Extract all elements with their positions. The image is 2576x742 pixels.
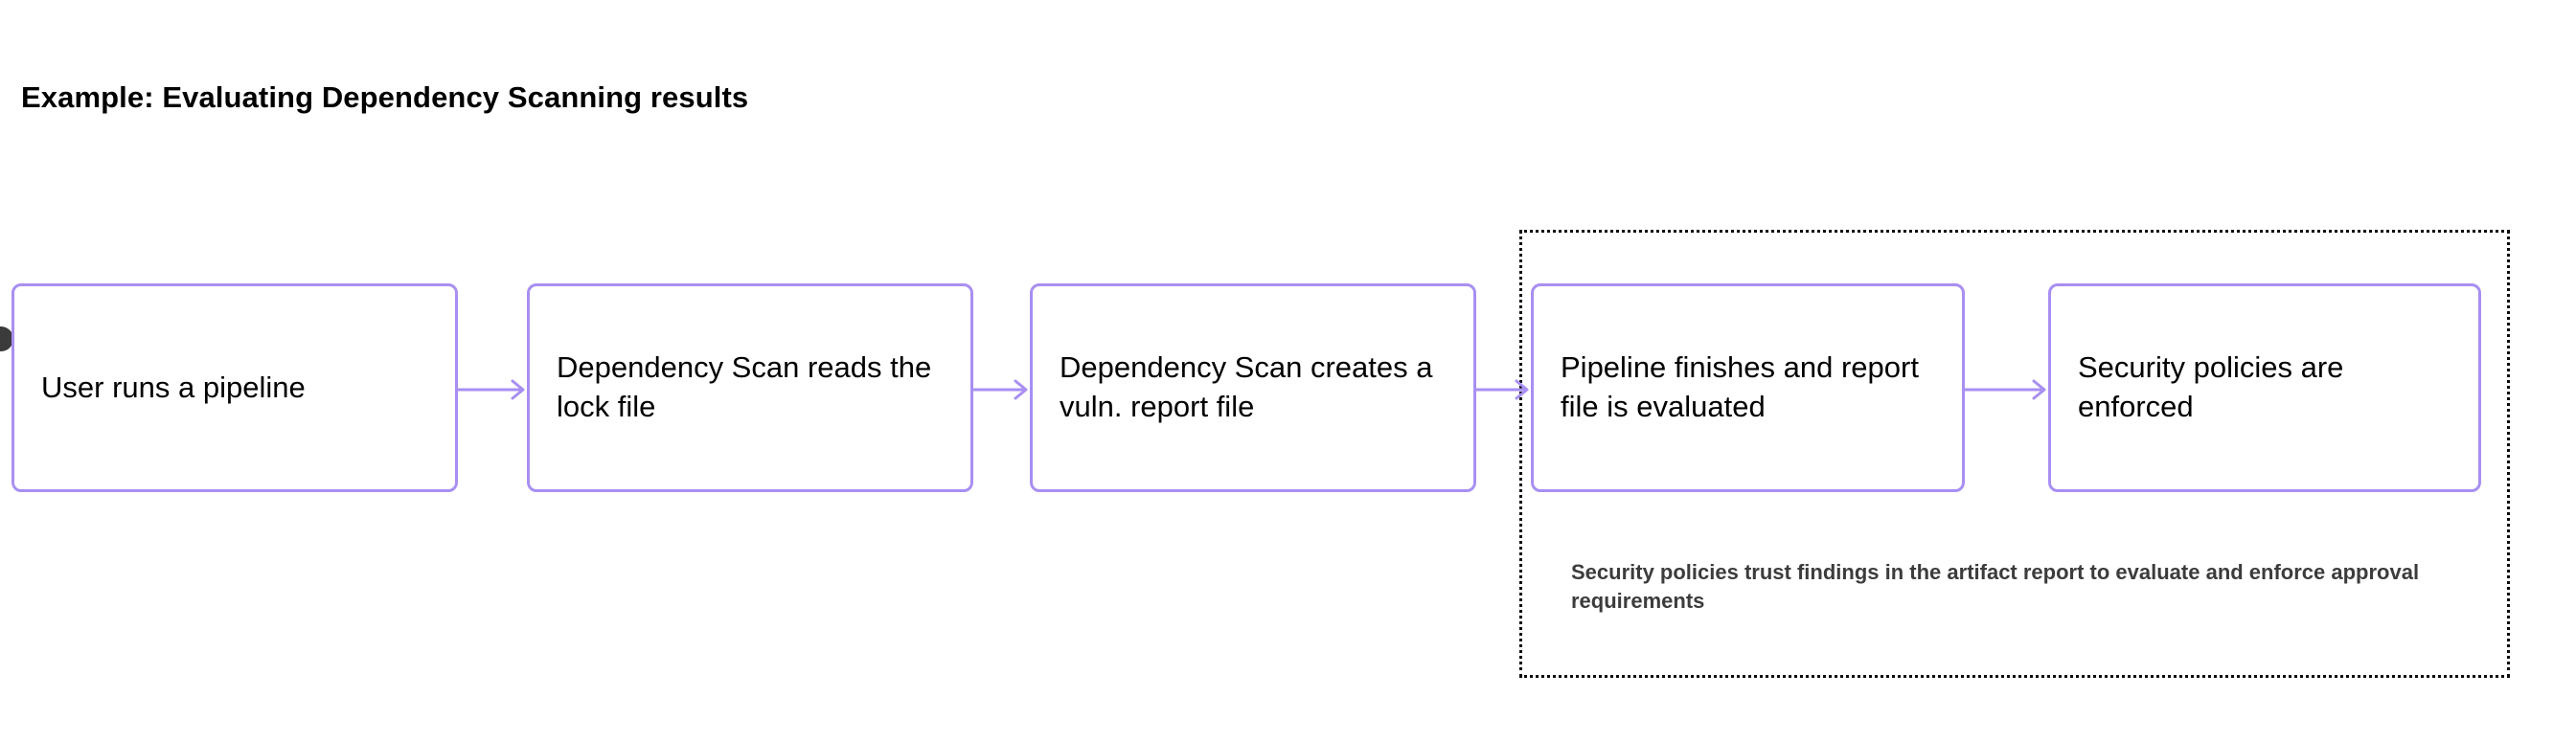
flow-node-label: Dependency Scan creates a vuln. report f… [1060,350,1433,423]
subgraph-caption: Security policies trust findings in the … [1571,560,2420,614]
flow-node-pipeline-finishes-report-evaluated[interactable]: Pipeline finishes and report file is eva… [1531,283,1965,492]
page-title: Example: Evaluating Dependency Scanning … [21,80,749,114]
flow-node-label: Dependency Scan reads the lock file [557,350,932,423]
flow-node-dependency-scan-reads-lock-file[interactable]: Dependency Scan reads the lock file [527,283,973,492]
start-node-dot [0,326,13,351]
flow-node-user-runs-pipeline[interactable]: User runs a pipeline [11,283,458,492]
flow-node-label: Pipeline finishes and report file is eva… [1561,350,1919,423]
flow-node-security-policies-enforced[interactable]: Security policies are enforced [2048,283,2481,492]
flow-node-dependency-scan-creates-report[interactable]: Dependency Scan creates a vuln. report f… [1030,283,1476,492]
flow-node-label: Security policies are enforced [2078,350,2344,423]
arrow-icon [973,375,1032,404]
arrow-icon [458,375,529,404]
flow-node-label: User runs a pipeline [41,370,306,404]
subgraph-container [1519,230,2510,678]
